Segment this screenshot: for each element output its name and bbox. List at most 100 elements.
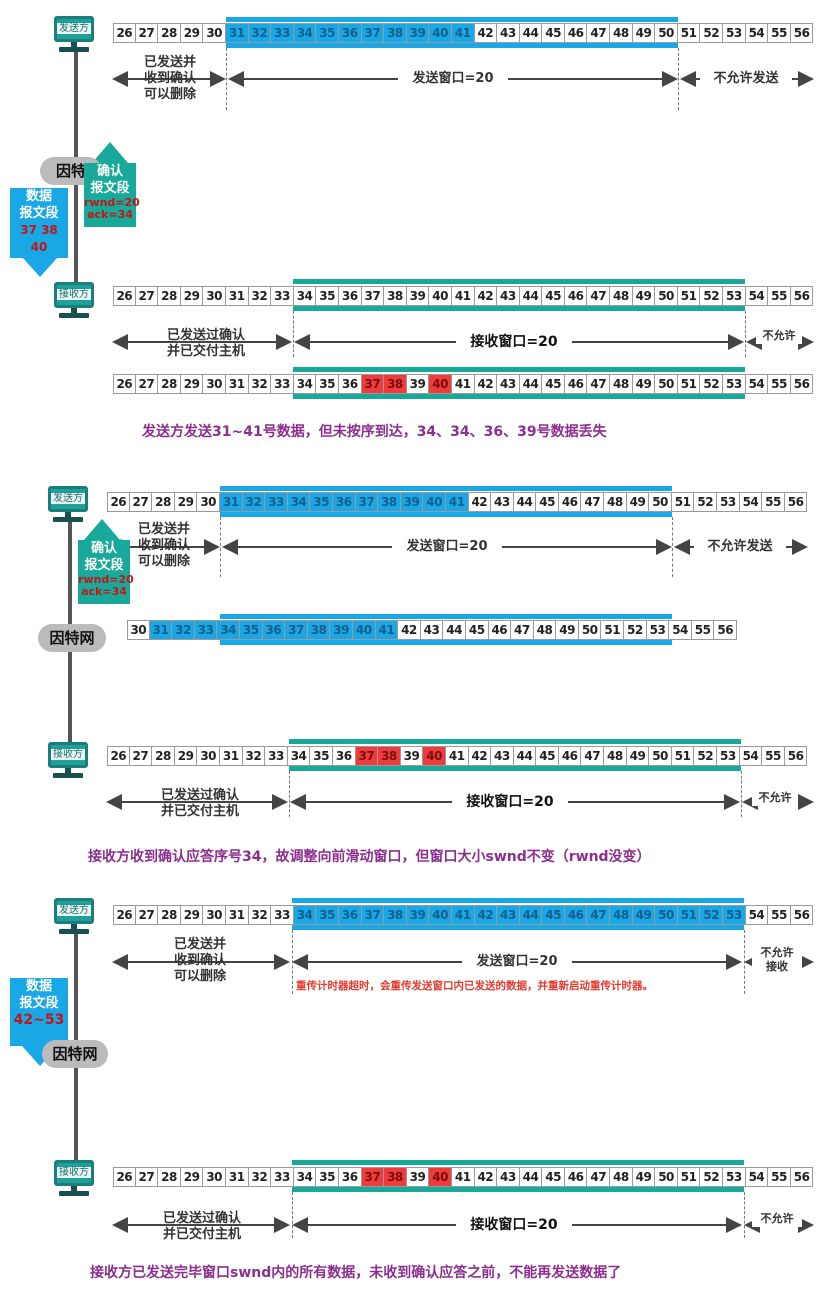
send-window-bar-bottom-2 (220, 512, 672, 517)
send-window-label-1: 发送窗口=20 (398, 71, 508, 87)
seq-cell: 47 (511, 620, 534, 640)
seq-cell: 29 (180, 286, 204, 306)
seq-cell: 36 (332, 492, 356, 512)
seq-cell: 50 (655, 23, 678, 43)
seq-cell: 52 (700, 286, 724, 306)
ack-label: 确认 报文段 (90, 164, 130, 196)
seq-cell: 38 (378, 746, 401, 766)
seq-cell: 40 (429, 286, 452, 306)
seq-cell: 39 (406, 374, 430, 394)
seq-cell: 29 (174, 746, 198, 766)
data-values-3: 42~53 (13, 1012, 65, 1028)
seq-cell: 36 (262, 620, 286, 640)
caption-1: 发送方发送31~41号数据，但未按序到达，34、34、36、39号数据丢失 (142, 424, 607, 440)
seq-cell: 44 (519, 23, 543, 43)
seq-cell: 31 (219, 746, 243, 766)
seq-cell: 51 (677, 286, 701, 306)
seq-cell: 46 (488, 620, 512, 640)
receiver-host-2: 接收方 (48, 742, 88, 778)
seq-cell: 48 (610, 23, 633, 43)
seq-cell: 54 (745, 286, 769, 306)
sender-host-1: 发送方 (54, 16, 94, 52)
data-values: 37 38 40 (20, 223, 58, 254)
ack-values-2: rwnd=20 ack=34 (78, 573, 134, 598)
seq-cell: 50 (578, 620, 602, 640)
seq-cell: 43 (497, 374, 520, 394)
seq-cell: 30 (203, 1167, 226, 1187)
seq-cell: 53 (717, 492, 740, 512)
seq-cell: 28 (158, 23, 181, 43)
seq-cell: 52 (700, 374, 724, 394)
seq-cell: 50 (649, 492, 672, 512)
seq-cell: 33 (271, 905, 294, 925)
seq-cell: 45 (542, 905, 565, 925)
seq-cell: 42 (468, 746, 492, 766)
send-window-bar-bottom-3 (292, 925, 744, 930)
seq-cell: 26 (113, 23, 136, 43)
seq-cell: 49 (556, 620, 579, 640)
seq-cell: 39 (406, 286, 430, 306)
seq-cell: 47 (587, 286, 611, 306)
seq-cell: 55 (768, 23, 791, 43)
seq-cell: 26 (107, 492, 130, 512)
seq-cell: 43 (497, 286, 520, 306)
seq-cell: 31 (225, 1167, 249, 1187)
seq-cell: 45 (465, 620, 489, 640)
seq-cell: 41 (451, 286, 475, 306)
seq-cell: 55 (691, 620, 715, 640)
seq-cell: 51 (677, 905, 701, 925)
seq-cell: 37 (361, 286, 385, 306)
recv-window-bar-bottom-1 (293, 306, 745, 311)
recv-window-bar-bottom-1b (293, 394, 745, 399)
seq-cell: 30 (197, 492, 220, 512)
receiver-host-3: 接收方 (54, 1160, 94, 1196)
seq-cell: 45 (542, 374, 565, 394)
receiver-label-3: 接收方 (57, 1167, 91, 1178)
seq-cell: 28 (158, 1167, 181, 1187)
seq-cell: 26 (113, 286, 136, 306)
seq-cell: 27 (135, 905, 159, 925)
seq-cell: 40 (429, 905, 452, 925)
seq-cell: 33 (271, 286, 294, 306)
seq-cell: 43 (497, 905, 520, 925)
seq-cell: 34 (287, 492, 311, 512)
seq-cell: 30 (197, 746, 220, 766)
recv-window-bar-top-2 (289, 739, 741, 744)
seq-cell: 38 (384, 23, 407, 43)
seq-cell: 34 (293, 905, 317, 925)
recv-window-bar-top-1 (293, 279, 745, 284)
sent-acked-label-3: 已发送并 收到确认 可以删除 (173, 937, 226, 984)
seq-cell: 37 (361, 23, 385, 43)
seq-cell: 44 (519, 905, 543, 925)
send-window-bar-top-3 (292, 898, 744, 903)
seq-cell: 46 (564, 905, 588, 925)
seq-cell: 34 (293, 286, 317, 306)
send-window-bar-top-1 (226, 17, 678, 22)
sent-acked-label-1: 已发送并 收到确认 可以删除 (143, 55, 196, 102)
seq-cell: 35 (316, 905, 339, 925)
seq-cell: 30 (127, 620, 150, 640)
seq-cell: 47 (587, 374, 611, 394)
recv-window-label-2: 接收窗口=20 (452, 794, 568, 810)
seq-cell: 27 (129, 492, 153, 512)
seq-cell: 49 (632, 286, 656, 306)
not-allowed-recv-label-3: 不允许 接收 (752, 946, 802, 974)
seq-cell: 52 (700, 905, 724, 925)
seq-cell: 29 (180, 905, 204, 925)
seq-cell: 46 (564, 374, 588, 394)
slid-window-bar-top-2 (220, 614, 672, 619)
seq-cell: 31 (219, 492, 243, 512)
seq-cell: 56 (790, 374, 814, 394)
seq-cell: 45 (536, 492, 559, 512)
seq-cell: 55 (768, 905, 791, 925)
seq-cell: 30 (203, 23, 226, 43)
seq-cell: 41 (451, 905, 475, 925)
send-window-bar-bottom-1 (226, 43, 678, 48)
seq-cell: 42 (474, 374, 498, 394)
seq-cell: 38 (307, 620, 331, 640)
seq-cell: 39 (330, 620, 353, 640)
data-segment-3: 数据 报文段 42~53 (10, 978, 68, 1046)
